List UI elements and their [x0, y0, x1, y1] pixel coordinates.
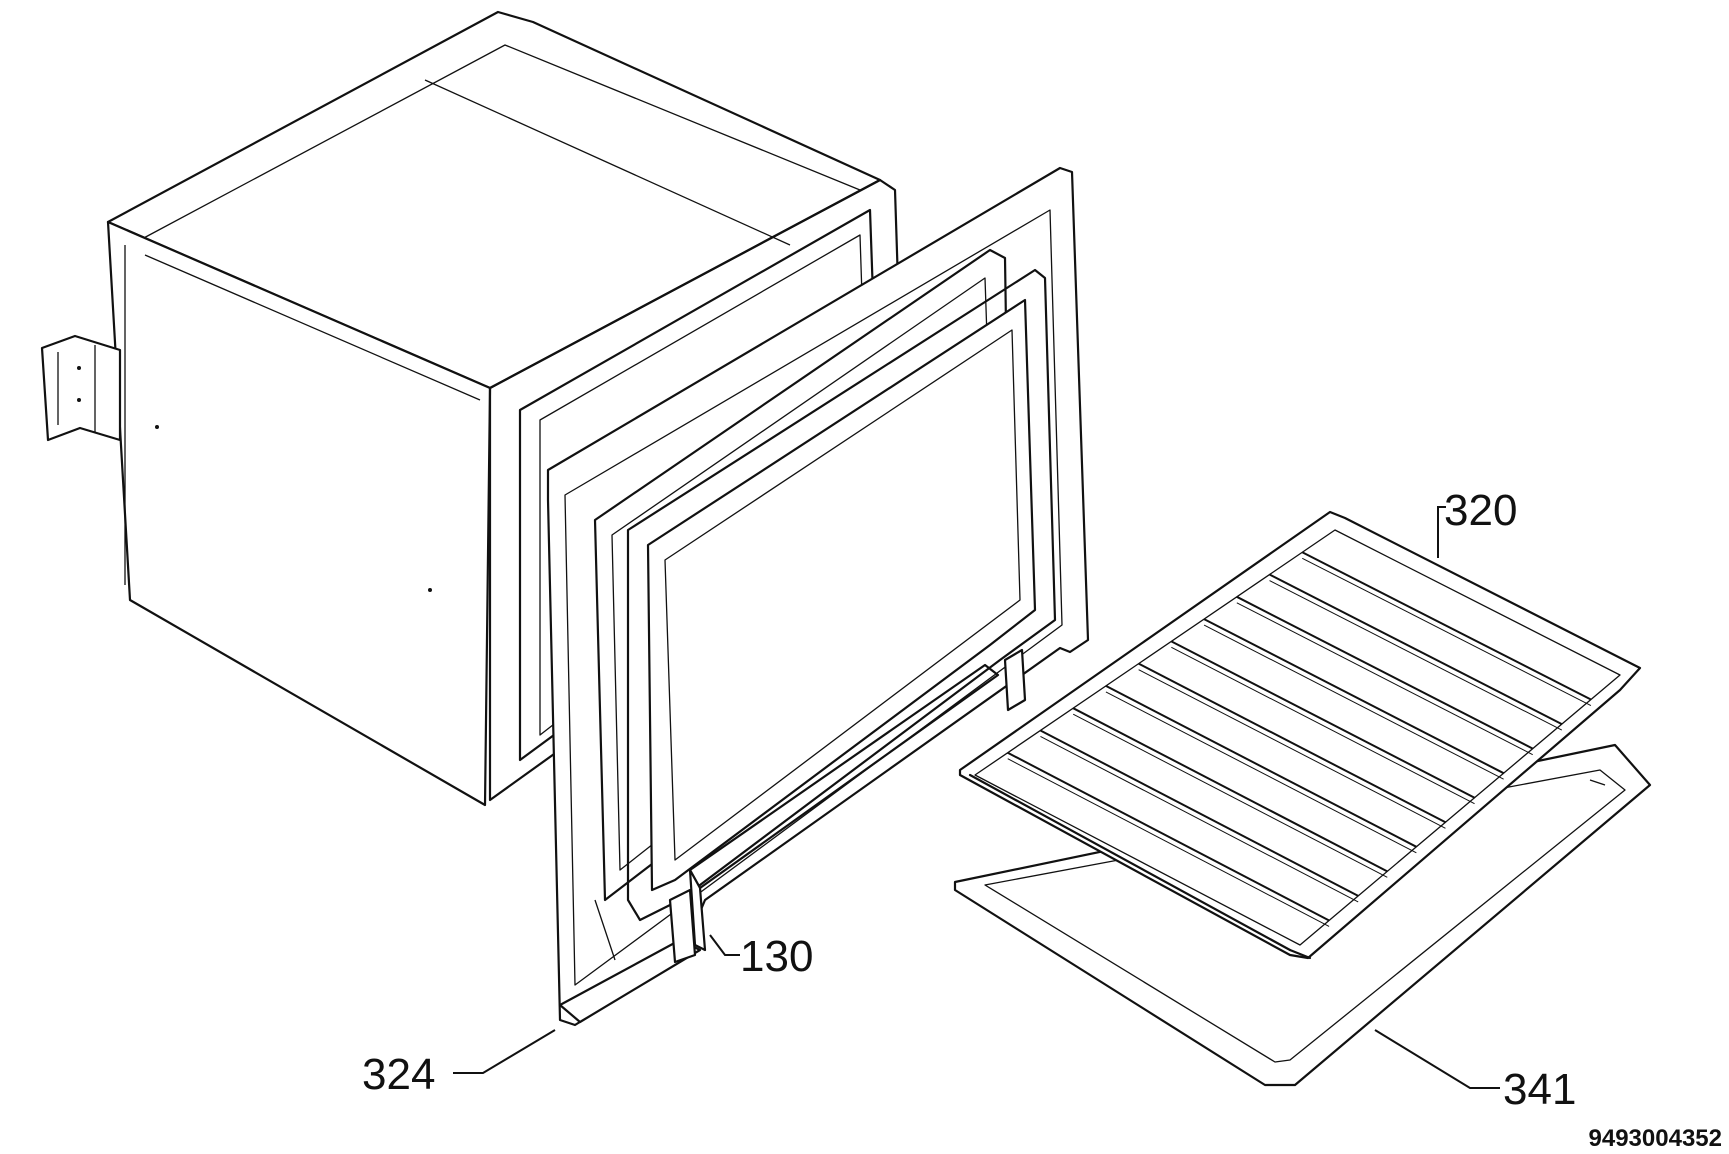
callout-130: 130	[740, 932, 813, 981]
rack-wire	[1269, 573, 1563, 725]
rack-wire	[1236, 595, 1534, 750]
rack-wire-shadow	[1302, 557, 1592, 706]
rack-wire	[1301, 551, 1592, 701]
rack-wire	[1039, 729, 1359, 897]
rack-wire	[1170, 640, 1476, 799]
rack-wire-shadow	[1236, 602, 1533, 756]
door-seal	[626, 268, 1057, 964]
leader-lines	[453, 506, 1500, 1089]
rack-wire	[1203, 618, 1505, 775]
rack-wire	[1138, 662, 1446, 824]
rack-wire-shadow	[1105, 691, 1417, 854]
shelf-rack	[958, 510, 1642, 960]
rack-wire	[1105, 685, 1417, 848]
rack-wire	[1007, 751, 1330, 922]
rack-wire-shadow	[1203, 624, 1504, 780]
callout-341: 341	[1503, 1065, 1576, 1114]
callout-320: 320	[1444, 486, 1517, 535]
rack-wire-shadow	[1171, 646, 1475, 805]
callout-324: 324	[362, 1050, 435, 1099]
rack-wire	[1072, 707, 1388, 873]
rack-wire-shadow	[1040, 736, 1359, 903]
rack-wire-shadow	[1269, 580, 1563, 731]
rack-wires	[1007, 551, 1592, 927]
rack-wire-shadow	[1007, 758, 1330, 927]
rack-wire-shadow	[1138, 669, 1446, 829]
rack-wire-shadow	[1072, 713, 1388, 878]
drawing-code: 9493004352	[1589, 1125, 1722, 1152]
